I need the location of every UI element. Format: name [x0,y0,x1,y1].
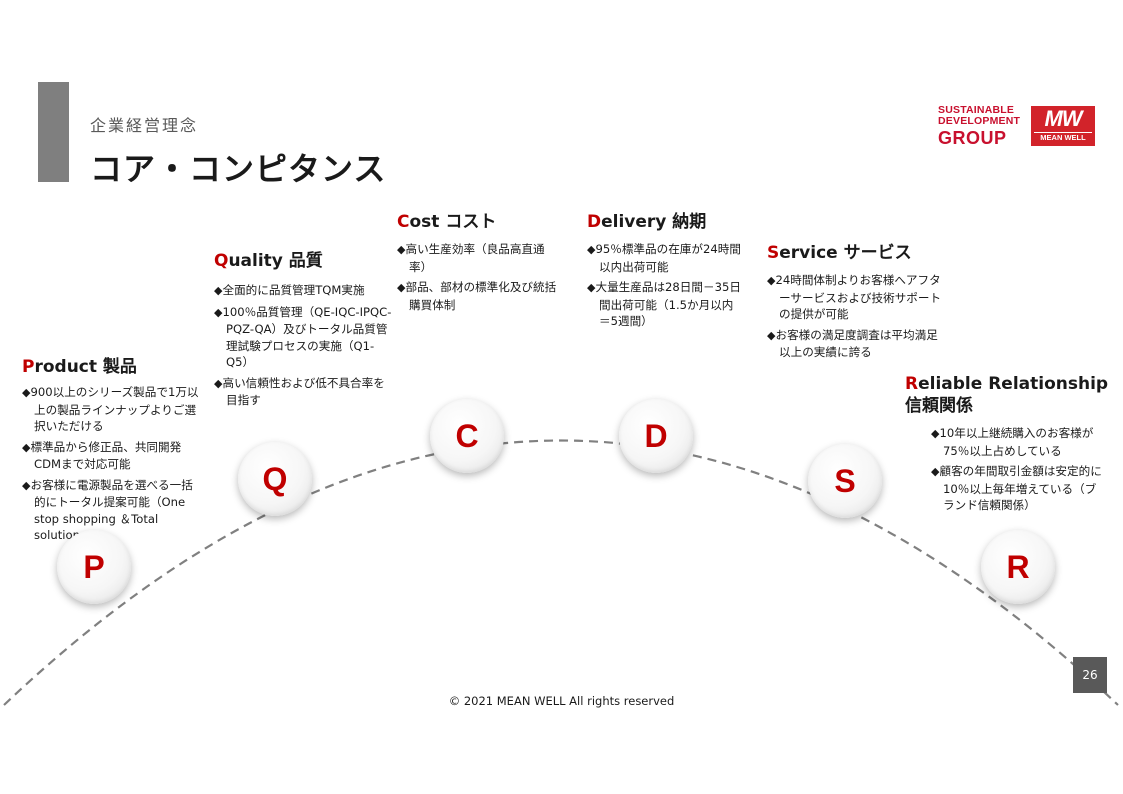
bullet-item: 標準品から修正品、共同開発CDMまで対応可能 [22,439,204,473]
sdg-logo-line1: SUSTAINABLE [938,104,1015,116]
section-relationship-bullets: 10年以上継続購入のお客様が75％以上占めしている 顧客の年間取引金額は安定的に… [931,425,1103,514]
section-cost-heading: Cost コスト [397,211,557,233]
section-delivery: Delivery 納期 95％標準品の在庫が24時間以内出荷可能 大量生産品は2… [587,211,742,334]
section-relationship: Reliable Relationship 信頼関係 10年以上継続購入のお客様… [905,373,1109,518]
heading-rest: ost コスト [409,212,497,232]
sdg-logo-line3: GROUP [938,128,1007,148]
bullet-item: 全面的に品質管理TQM実施 [214,282,392,300]
section-cost: Cost コスト 高い生産効率（良品高直通率） 部品、部材の標準化及び統括購買体… [397,211,557,317]
section-delivery-heading: Delivery 納期 [587,211,742,233]
bullet-item: 95％標準品の在庫が24時間以内出荷可能 [587,241,742,275]
circle-p: P [57,530,131,604]
meanwell-logo-mark: MW [1044,106,1082,131]
section-quality-heading: Quality 品質 [214,250,392,272]
heading-initial: P [22,357,35,377]
bullet-item: 24時間体制よりお客様へアフターサービスおよび技術サポートの提供が可能 [767,272,947,323]
section-relationship-heading: Reliable Relationship [905,373,1109,395]
page-title: コア・コンピタンス [90,150,387,188]
heading-rest: roduct 製品 [34,357,137,377]
section-cost-bullets: 高い生産効率（良品高直通率） 部品、部材の標準化及び統括購買体制 [397,241,557,313]
bullet-item: 10年以上継続購入のお客様が75％以上占めしている [931,425,1103,459]
bullet-item: 900以上のシリーズ製品で1万以上の製品ラインナップよりご選択いただける [22,384,204,435]
heading-rest: eliable Relationship [918,374,1109,394]
circle-s: S [808,444,882,518]
circle-d: D [619,399,693,473]
bullet-item: 高い信頼性および低不具合率を目指す [214,375,392,409]
circle-r: R [981,530,1055,604]
heading-initial: S [767,243,780,263]
section-delivery-bullets: 95％標準品の在庫が24時間以内出荷可能 大量生産品は28日間－35日間出荷可能… [587,241,742,330]
bullet-item: お客様の満足度調査は平均満足以上の実績に誇る [767,327,947,361]
section-relationship-heading-ja: 信頼関係 [905,396,973,416]
circle-c: C [430,399,504,473]
bullet-item: 大量生産品は28日間－35日間出荷可能（1.5か月以内＝5週間） [587,279,742,330]
copyright-text: © 2021 MEAN WELL All rights reserved [448,694,675,708]
heading-rest: ervice サービス [779,243,912,263]
bullet-item: 顧客の年間取引金額は安定的に10％以上毎年増えている（ブランド信頼関係） [931,463,1103,514]
section-product: Product 製品 900以上のシリーズ製品で1万以上の製品ラインナップよりご… [22,356,204,548]
section-quality-bullets: 全面的に品質管理TQM実施 100％品質管理（QE-IQC-IPQC-PQZ-Q… [214,282,392,409]
page-subtitle: 企業経営理念 [90,116,199,135]
section-product-bullets: 900以上のシリーズ製品で1万以上の製品ラインナップよりご選択いただける 標準品… [22,384,204,544]
section-service-bullets: 24時間体制よりお客様へアフターサービスおよび技術サポートの提供が可能 お客様の… [767,272,947,361]
bullet-item: 100％品質管理（QE-IQC-IPQC-PQZ-QA）及びトータル品質管理試験… [214,304,392,371]
bullet-item: 部品、部材の標準化及び統括購買体制 [397,279,557,313]
sdg-logo: SUSTAINABLE DEVELOPMENT GROUP [938,105,1024,149]
page-number: 26 [1073,657,1107,693]
section-product-heading: Product 製品 [22,356,204,378]
heading-initial: C [397,212,410,232]
heading-rest: uality 品質 [228,251,323,271]
bullet-item: 高い生産効率（良品高直通率） [397,241,557,275]
section-service: Service サービス 24時間体制よりお客様へアフターサービスおよび技術サポ… [767,242,947,365]
heading-initial: R [905,374,919,394]
section-quality: Quality 品質 全面的に品質管理TQM実施 100％品質管理（QE-IQC… [214,250,392,413]
section-service-heading: Service サービス [767,242,947,264]
heading-initial: Q [214,251,229,271]
meanwell-logo: MW MEAN WELL [1031,106,1095,146]
heading-initial: D [587,212,602,232]
sdg-logo-line2: DEVELOPMENT [938,115,1021,127]
bullet-item: お客様に電源製品を選べる一括的にトータル提案可能（One stop shoppi… [22,477,204,544]
meanwell-logo-name: MEAN WELL [1034,132,1092,143]
heading-rest: elivery 納期 [601,212,707,232]
circle-q: Q [238,442,312,516]
accent-bar [38,82,69,182]
